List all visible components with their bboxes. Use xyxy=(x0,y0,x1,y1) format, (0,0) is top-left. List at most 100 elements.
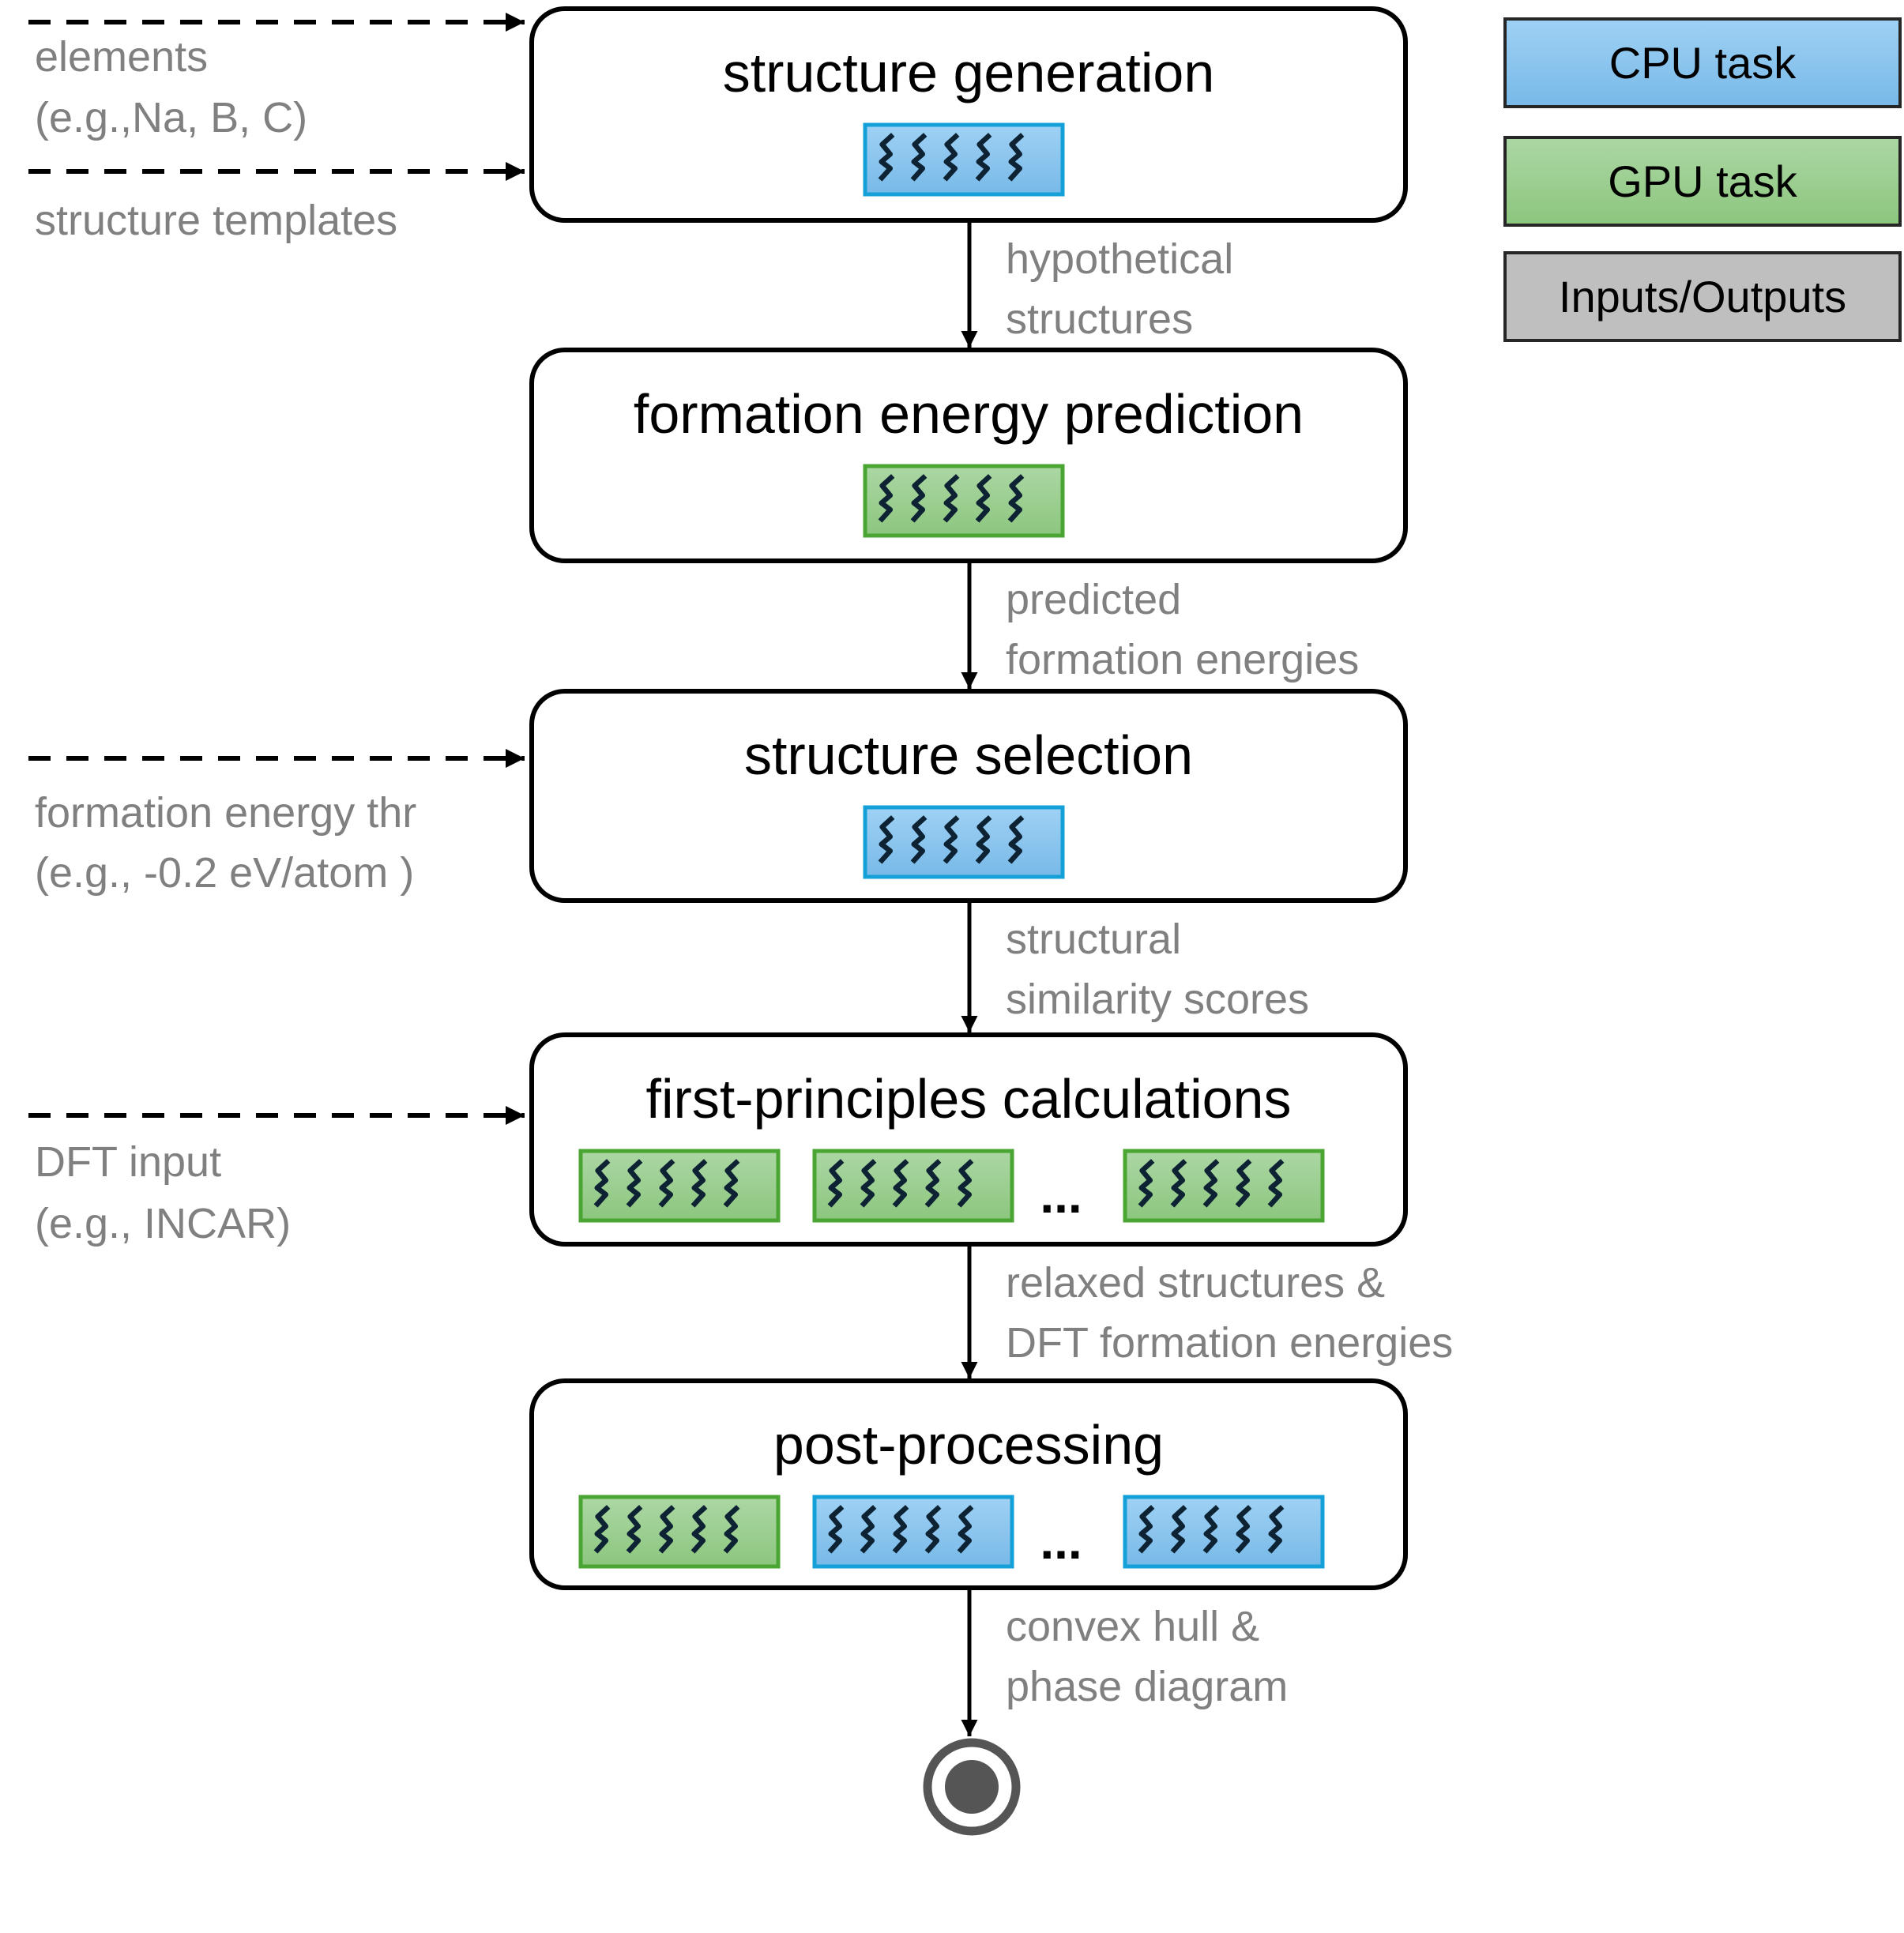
stages: structure generation formation energy pre… xyxy=(529,6,1408,1590)
flow-edge: relaxed structures & DFT formation energi… xyxy=(961,1247,1453,1378)
input-arrow: DFT input (e.g., INCAR) xyxy=(28,1106,525,1247)
input-label: DFT input xyxy=(35,1138,221,1186)
thread-icon xyxy=(593,1505,611,1554)
gpu-task-box xyxy=(863,464,1065,538)
input-label: (e.g., INCAR) xyxy=(35,1200,291,1247)
thread-icon xyxy=(878,133,895,182)
thread-icon xyxy=(878,474,895,523)
thread-icon xyxy=(860,1159,877,1208)
legend-item-io: Inputs/Outputs xyxy=(1503,251,1902,342)
cpu-task-block xyxy=(812,1495,1014,1569)
cpu-task-block xyxy=(863,122,1065,197)
gpu-task-block xyxy=(863,464,1065,538)
thread-icon xyxy=(1170,1505,1187,1554)
edge-label: hypothetical xyxy=(1006,235,1233,283)
gpu-task-box xyxy=(578,1149,781,1223)
thread-icon xyxy=(910,474,928,523)
stage-title: first-principles calculations xyxy=(646,1068,1292,1130)
thread-icon xyxy=(1202,1505,1220,1554)
thread-icon xyxy=(910,133,928,182)
thread-icon xyxy=(1007,474,1025,523)
thread-icon xyxy=(975,815,992,864)
flow-edge: predicted formation energies xyxy=(961,563,1359,689)
thread-icon xyxy=(975,133,992,182)
legend-swatch-io xyxy=(1503,251,1902,342)
legend-swatch-gpu xyxy=(1503,136,1902,227)
input-label: formation energy thr xyxy=(35,789,416,837)
end-node xyxy=(923,1738,1021,1836)
thread-icon xyxy=(827,1159,845,1208)
gpu-task-box xyxy=(812,1149,1014,1223)
thread-icon xyxy=(910,815,928,864)
edge-label: structures xyxy=(1006,295,1193,343)
flow-edge: hypothetical structures xyxy=(961,223,1233,348)
edge-label: predicted xyxy=(1006,576,1181,623)
thread-icon xyxy=(1235,1505,1252,1554)
input-label: (e.g., -0.2 eV/atom ) xyxy=(35,849,414,897)
stage-structure-selection: structure selection xyxy=(529,689,1408,903)
input-label: structure templates xyxy=(35,197,397,244)
input-arrow: elements (e.g.,Na, B, C) xyxy=(28,13,525,141)
stage-title: post-processing xyxy=(773,1414,1164,1476)
thread-icon xyxy=(723,1159,740,1208)
gpu-task-box xyxy=(578,1495,781,1569)
thread-icon xyxy=(1138,1159,1155,1208)
legend-item-gpu: GPU task xyxy=(1503,136,1902,227)
edge-label: relaxed structures & xyxy=(1006,1259,1385,1307)
thread-icon xyxy=(1138,1505,1155,1554)
legend-label: Inputs/Outputs xyxy=(1559,272,1846,322)
input-arrow: formation energy thr (e.g., -0.2 eV/atom … xyxy=(28,749,525,897)
legend-label: GPU task xyxy=(1608,156,1798,206)
thread-icon xyxy=(943,133,960,182)
cpu-task-box xyxy=(812,1495,1014,1569)
thread-icon xyxy=(943,815,960,864)
stage-first-principles-calculations: first-principles calculations... xyxy=(529,1032,1408,1247)
thread-icon xyxy=(1235,1159,1252,1208)
cpu-task-box xyxy=(1123,1495,1325,1569)
gpu-task-block xyxy=(578,1495,781,1569)
stage-title: formation energy prediction xyxy=(634,383,1304,445)
thread-icon xyxy=(878,815,895,864)
cpu-task-block xyxy=(1123,1495,1325,1569)
thread-icon xyxy=(690,1505,708,1554)
input-label: (e.g.,Na, B, C) xyxy=(35,94,307,141)
edge-label: DFT formation energies xyxy=(1006,1319,1453,1367)
stage-post-processing: post-processing... xyxy=(529,1378,1408,1590)
gpu-task-box xyxy=(1123,1149,1325,1223)
edge-label: structural xyxy=(1006,916,1181,963)
input-label: elements xyxy=(35,33,208,81)
legend-label: CPU task xyxy=(1609,38,1797,88)
edge-label: phase diagram xyxy=(1006,1663,1288,1710)
thread-icon xyxy=(658,1505,675,1554)
cpu-task-box xyxy=(863,122,1065,197)
stage-formation-energy-prediction: formation energy prediction xyxy=(529,348,1408,563)
edge-label: formation energies xyxy=(1006,636,1359,683)
thread-icon xyxy=(924,1505,942,1554)
ellipsis: ... xyxy=(1040,1167,1082,1224)
stage-title: structure generation xyxy=(723,42,1215,103)
thread-icon xyxy=(626,1505,643,1554)
end-dot xyxy=(945,1760,999,1814)
thread-icon xyxy=(892,1159,909,1208)
legend-swatch-cpu xyxy=(1503,17,1902,108)
cpu-task-box xyxy=(863,805,1065,879)
thread-icon xyxy=(658,1159,675,1208)
thread-icon xyxy=(1170,1159,1187,1208)
input-arrow: structure templates xyxy=(28,162,525,244)
gpu-task-block xyxy=(578,1149,781,1223)
stage-box xyxy=(529,348,1408,563)
gpu-task-block xyxy=(812,1149,1014,1223)
thread-icon xyxy=(690,1159,708,1208)
legend-item-cpu: CPU task xyxy=(1503,17,1902,108)
thread-icon xyxy=(924,1159,942,1208)
stage-title: structure selection xyxy=(744,724,1193,786)
thread-icon xyxy=(723,1505,740,1554)
stage-box xyxy=(529,6,1408,223)
thread-icon xyxy=(1267,1505,1285,1554)
thread-icon xyxy=(1007,133,1025,182)
thread-icon xyxy=(593,1159,611,1208)
cpu-task-block xyxy=(863,805,1065,879)
